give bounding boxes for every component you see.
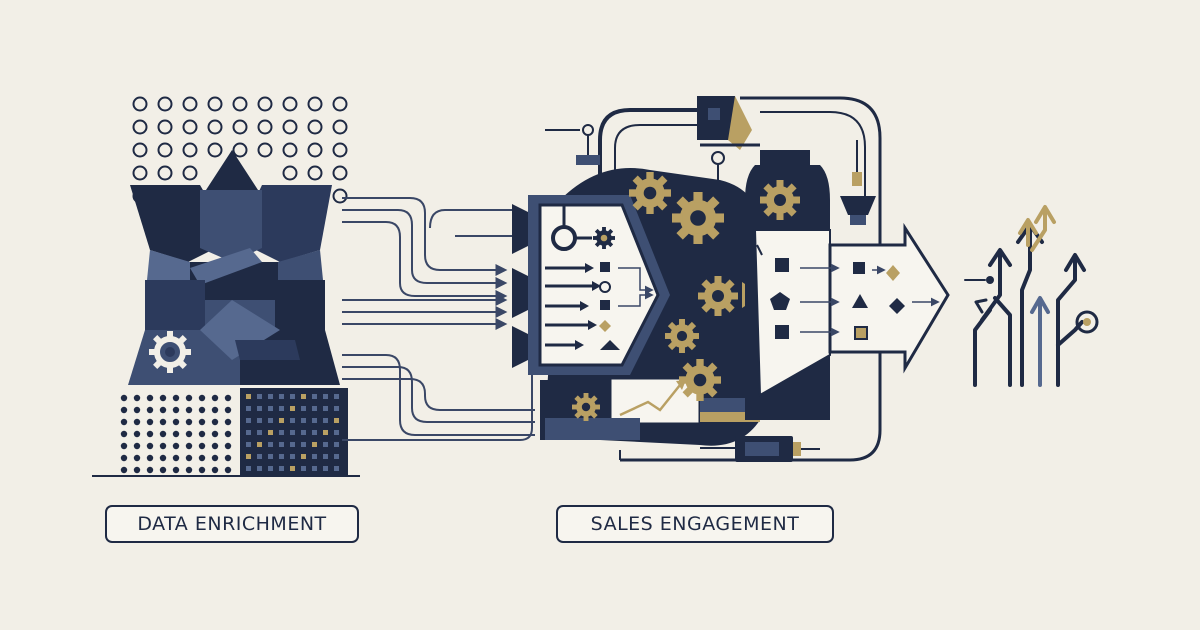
target-icon	[1075, 310, 1099, 334]
growth-arrows-icon	[964, 205, 1086, 387]
funnel-icon	[840, 140, 876, 225]
gear-icon	[149, 331, 191, 373]
output-tank	[745, 150, 831, 420]
dot-matrix-light	[120, 394, 232, 474]
output-arrow	[800, 222, 950, 374]
data-enrichment-label: DATA ENRICHMENT	[105, 505, 359, 543]
data-enrichment-text: DATA ENRICHMENT	[137, 513, 327, 535]
valve-block	[697, 96, 760, 150]
input-ports	[512, 204, 528, 368]
sales-engagement-label: SALES ENGAGEMENT	[556, 505, 834, 543]
dot-matrix-dark-cells	[246, 394, 339, 471]
data-tower	[128, 150, 340, 385]
sales-engagement-text: SALES ENGAGEMENT	[590, 513, 800, 535]
plug-connector	[619, 436, 820, 462]
data-enrichment-graphic	[92, 96, 360, 477]
sales-engagement-machine	[512, 96, 950, 462]
sorting-panel	[528, 195, 670, 375]
